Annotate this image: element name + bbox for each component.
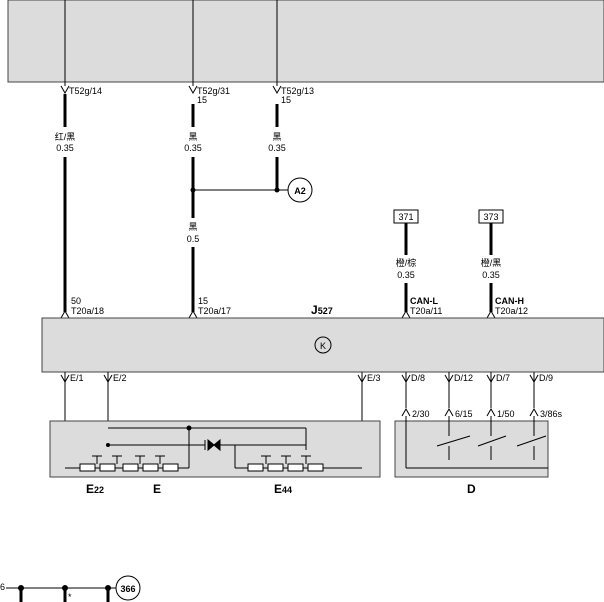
ref-box-373: 373 xyxy=(478,209,504,224)
connector-sub-label: 15 xyxy=(197,95,207,105)
lower-pin-label: D/12 xyxy=(454,373,473,383)
connector-label: T52g/13 xyxy=(281,86,314,96)
top-unit-block xyxy=(7,0,604,83)
component-label-e22: E22 xyxy=(86,482,104,496)
lower-pin-label: E/3 xyxy=(367,373,381,383)
module-pin-num: 50 xyxy=(71,296,81,306)
lower-pin-label: E/1 xyxy=(70,373,84,383)
component-label-e: E xyxy=(153,482,161,496)
module-pin-label: T20a/12 xyxy=(495,306,528,316)
module-pin-label: T20a/11 xyxy=(410,306,442,316)
wire-size-label: 0.35 xyxy=(268,143,286,153)
e-switch-internals xyxy=(65,425,362,472)
bottom-star: * xyxy=(68,592,72,602)
ref-circle-366: 366 xyxy=(115,575,141,601)
ignition-switch-d xyxy=(394,420,549,478)
connector-arrow xyxy=(272,85,282,95)
component-label-e44: E44 xyxy=(274,482,292,496)
wire-color-label: 黑 xyxy=(188,132,197,142)
wire-size-label: 0.35 xyxy=(184,143,202,153)
wire-color-label: 橙/棕 xyxy=(396,257,417,268)
wire-size-label: 0.35 xyxy=(397,270,415,280)
connector-arrow xyxy=(60,85,70,95)
module-pin-label: T20a/18 xyxy=(71,306,104,316)
wire-color-label: 橙/黑 xyxy=(481,257,502,268)
wire-size-label: 0.35 xyxy=(482,270,500,280)
d-switch-internals xyxy=(405,416,548,469)
svg-text:K: K xyxy=(320,341,326,351)
wire-color-label: 黑 xyxy=(272,132,281,142)
svg-text:371: 371 xyxy=(398,212,413,222)
module-pin-label: T20a/17 xyxy=(198,306,231,316)
d-terminal-label: 2/30 xyxy=(412,409,430,419)
d-terminal-label: 6/15 xyxy=(455,409,473,419)
connector-label: T52g/31 xyxy=(197,86,230,96)
can-l-label: CAN-L xyxy=(410,296,438,306)
lower-pin-label: D/7 xyxy=(496,373,510,383)
svg-text:J527: J527 xyxy=(311,303,333,317)
connector-sub-label: 15 xyxy=(281,95,291,105)
component-label-d: D xyxy=(467,482,476,496)
ref-box-371: 371 xyxy=(393,209,419,224)
k-symbol-icon: K xyxy=(314,336,332,354)
module-pin-num: 15 xyxy=(198,296,208,306)
wire-size-label: 0.5 xyxy=(187,234,200,244)
d-terminal-label: 1/50 xyxy=(497,409,515,419)
can-h-label: CAN-H xyxy=(495,296,524,306)
svg-text:366: 366 xyxy=(120,584,135,594)
lower-pin-label: E/2 xyxy=(113,373,127,383)
wire-color-label: 红/黑 xyxy=(55,131,76,142)
module-j527-block xyxy=(41,317,604,373)
ground-ref-a2: A2 xyxy=(287,177,313,203)
connector-label: T52g/14 xyxy=(69,86,102,96)
lower-pin-label: D/8 xyxy=(411,373,425,383)
lower-pin-label: D/9 xyxy=(539,373,553,383)
bottom-wire-num: 6 xyxy=(0,582,5,592)
module-j527-label: J527 xyxy=(311,303,333,317)
wire-color-label: 黑 xyxy=(188,222,197,232)
d-terminal-label: 3/86s xyxy=(540,409,563,419)
svg-text:A2: A2 xyxy=(294,186,306,196)
svg-text:373: 373 xyxy=(483,212,498,222)
connector-arrow xyxy=(188,85,198,95)
wire-size-label: 0.35 xyxy=(56,143,74,153)
